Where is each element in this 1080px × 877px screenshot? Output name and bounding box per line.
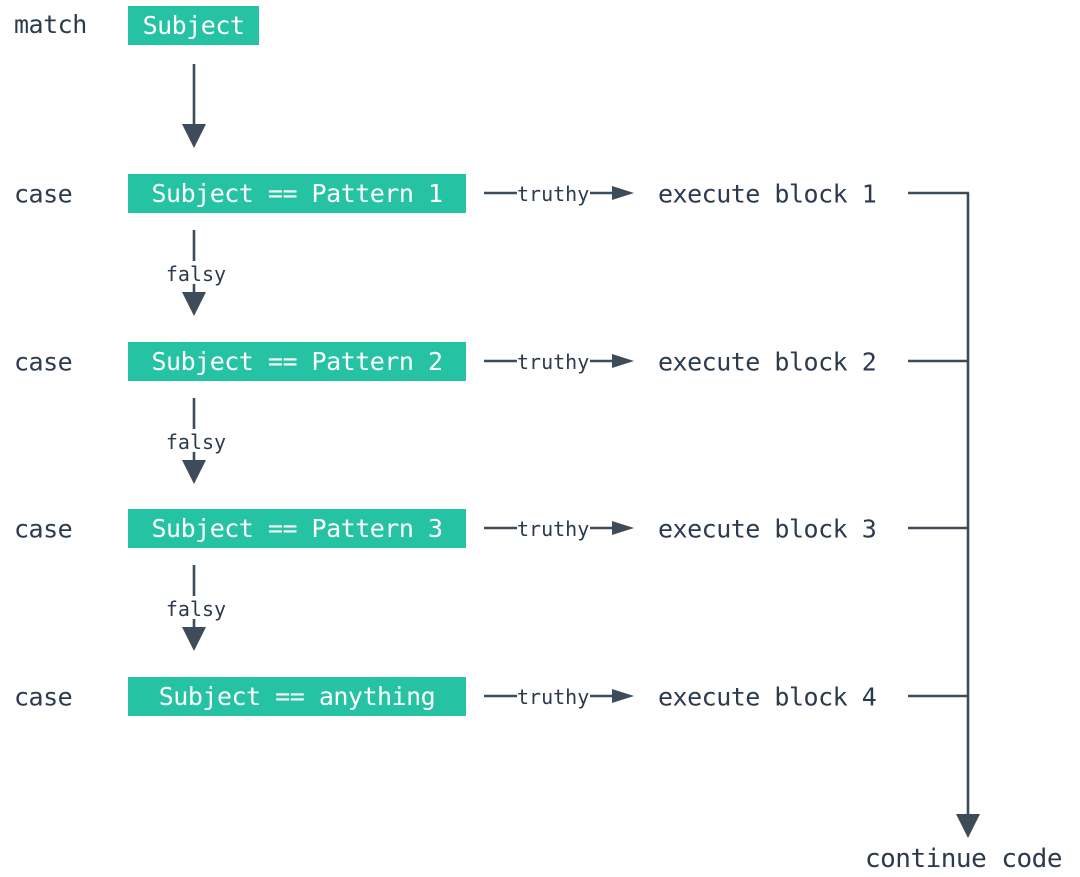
execute-label: execute block 3 [658,514,877,543]
falsy-label: falsy [165,430,227,454]
truthy-label: truthy [517,181,590,206]
falsy-label: falsy [165,597,227,621]
subject-box: Subject [128,6,259,45]
subject-down-arrow [182,64,206,148]
condition-box: Subject == Pattern 1 [128,174,466,213]
execute-label: execute block 4 [658,682,877,711]
execute-label: execute block 2 [658,347,877,376]
case-keyword: case [14,347,73,376]
condition-box: Subject == Pattern 3 [128,509,466,548]
case-row-3: case Subject == Pattern 3 truthy execute… [0,509,1080,548]
case-row-4: case Subject == anything truthy execute … [0,677,1080,716]
case-keyword: case [14,179,73,208]
continue-arrow [956,193,980,838]
truthy-arrow-4 [484,689,634,703]
truthy-label: truthy [517,516,590,541]
falsy-connector-3 [182,565,206,651]
match-keyword: match [14,10,87,39]
falsy-label: falsy [165,262,227,286]
truthy-arrow-1 [484,186,634,200]
truthy-label: truthy [517,684,590,709]
case-row-2: case Subject == Pattern 2 truthy execute… [0,342,1080,381]
condition-box: Subject == Pattern 2 [128,342,466,381]
case-row-1: case Subject == Pattern 1 truthy execute… [0,174,1080,213]
condition-box: Subject == anything [128,677,466,716]
execute-label: execute block 1 [658,179,877,208]
truthy-arrow-3 [484,521,634,535]
case-keyword: case [14,514,73,543]
falsy-connector-2 [182,398,206,484]
case-keyword: case [14,682,73,711]
falsy-connector-1 [182,230,206,316]
truthy-label: truthy [517,349,590,374]
continue-code-label: continue code [865,844,1063,874]
truthy-arrow-2 [484,354,634,368]
